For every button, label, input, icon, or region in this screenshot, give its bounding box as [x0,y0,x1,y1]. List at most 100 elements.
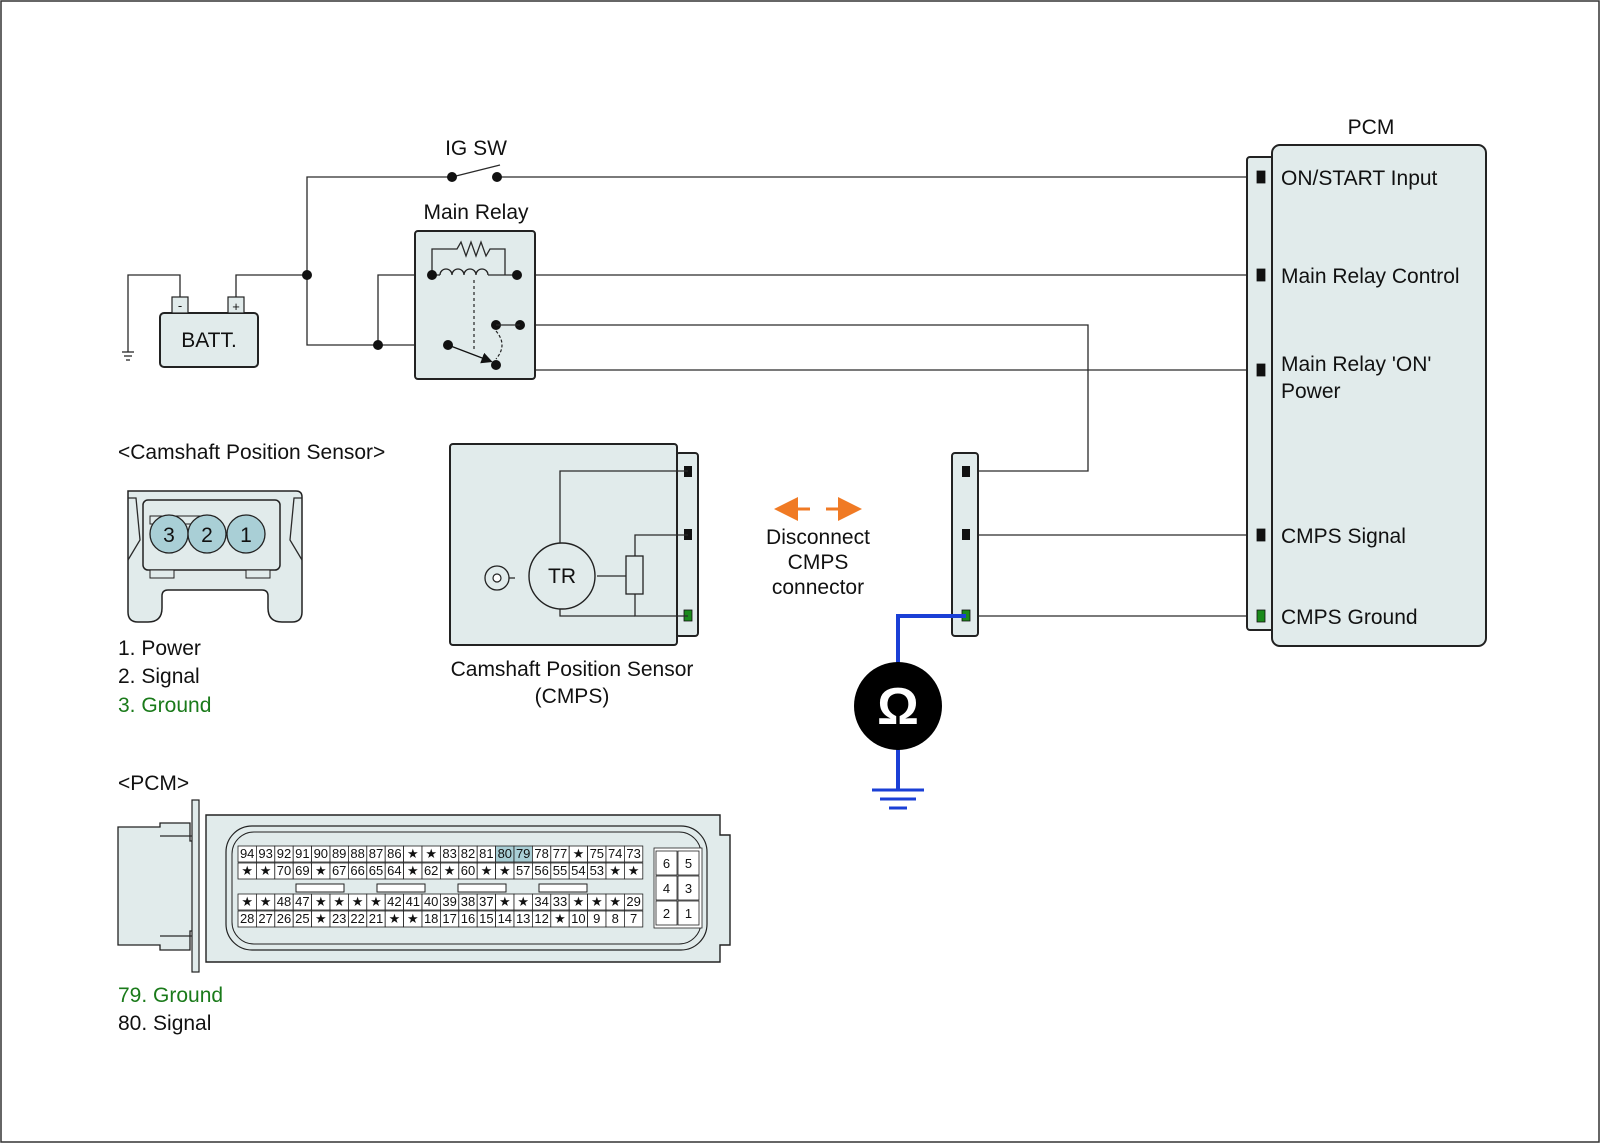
pcm-pin-label: 16 [461,911,475,926]
pcm-pin-label: ★ [407,846,419,861]
pcm-pin-label: 17 [442,911,456,926]
disconnect-label-line1: Disconnect [766,526,870,549]
pcm-title: PCM [1348,116,1395,139]
pcm-small-pin-cell [655,900,678,926]
pcm-connector-title: <PCM> [118,772,189,795]
pcm-pin-label: 86 [387,846,401,861]
battery: - + BATT. [159,296,259,368]
pcm-pin-label: ★ [389,911,401,926]
disconnect-label-line2: CMPS [788,551,849,574]
pcm-pin-label: 56 [534,863,548,878]
pcm-terminal-pin [1256,528,1266,542]
pcm-small-pin-cell [677,875,700,901]
pcm-pin-label: 66 [350,863,364,878]
cmp-connector-title: <Camshaft Position Sensor> [118,441,385,464]
pcm-pin-label: 83 [442,846,456,861]
pcm-pin-label: 28 [240,911,254,926]
pcm-pin-label: 21 [369,911,383,926]
pcm-pin-label: 9 [593,911,600,926]
cmp-pin-label: 3 [163,524,175,547]
pcm-pin-label: ★ [407,863,419,878]
pcm-pin-label: 39 [442,894,456,909]
pcm-pin-cell [624,845,644,863]
cmp-pin-label: 2 [201,524,213,547]
cmps-harness-connector[interactable] [951,452,979,637]
pcm-terminal-pin [1256,609,1266,623]
cmp-pin [226,514,266,554]
pcm-small-pin-label: 2 [663,906,670,921]
pcm-pin-label: ★ [333,894,345,909]
pcm-pin-label: 34 [534,894,548,909]
pcm-pin-label: 12 [534,911,548,926]
ohm-symbol: Ω [877,678,919,736]
cmps-caption-line1: Camshaft Position Sensor [451,658,694,681]
pcm-pin-label: ★ [352,894,364,909]
pcm-pin-label: ★ [260,863,272,878]
pcm-terminal-label: ON/START Input [1281,167,1438,190]
pcm-pin-label: ★ [554,911,566,926]
pcm-pin-label: 26 [277,911,291,926]
battery-minus-label: - [178,298,182,313]
pcm-pin-label: 70 [277,863,291,878]
pcm-pin-label: 82 [461,846,475,861]
pcm-pin-label: 80 [498,846,512,861]
cmp-legend-2: 2. Signal [118,665,200,688]
pcm-pin-cell [624,862,644,880]
battery-label: BATT. [181,329,237,352]
pcm-small-pin-label: 6 [663,856,670,871]
battery-plus-label: + [232,299,240,314]
cmp-legend-1: 1. Power [118,637,201,660]
pcm-small-pin-label: 1 [685,906,692,921]
pcm-pin-label: ★ [260,894,272,909]
pcm-pin-label: 60 [461,863,475,878]
pcm-pin-label: 40 [424,894,438,909]
pcm-pin-label: 77 [553,846,567,861]
pcm-pin-cell [624,910,644,928]
main-relay: Main Relay [414,201,536,380]
pcm-terminal-pin [1256,170,1266,184]
cmp-pin-label: 1 [240,524,252,547]
pcm-pin-label: 91 [295,846,309,861]
junction-dot [373,340,383,350]
pcm-pin-label: 23 [332,911,346,926]
pcm-terminal-label: Main Relay 'ON' [1281,353,1431,376]
pcm-small-pin-cell [655,850,678,876]
junction-dot [302,270,312,280]
pcm-pin-label: 79 [516,846,530,861]
pcm-small-pin-label: 3 [685,881,692,896]
cmp-pin [187,514,227,554]
pcm-pin-label: 41 [406,894,420,909]
pcm-legend-2: 80. Signal [118,1012,211,1035]
pcm-terminal-label: CMPS Ground [1281,606,1418,629]
pcm-pin-label: 29 [626,894,640,909]
main-relay-label: Main Relay [423,201,529,224]
pcm-pin-label: ★ [609,894,621,909]
pcm-pin-label: 64 [387,863,401,878]
pcm-pin-label: ★ [591,894,603,909]
pcm-small-pin-cell [677,900,700,926]
pcm-small-pin-cell [677,850,700,876]
pcm-pin-label: ★ [444,863,456,878]
pcm-pin-label: 18 [424,911,438,926]
pcm-pin-label: ★ [481,863,493,878]
pcm-pin-label: 94 [240,846,254,861]
pcm-pin-label: ★ [241,894,253,909]
pcm-pin-label: ★ [573,894,585,909]
pcm-pin-label: 38 [461,894,475,909]
disconnect-label-line3: connector [772,576,864,599]
pcm-pin-label: 75 [590,846,604,861]
pcm-terminal-pin [1256,363,1266,377]
pcm-pin-label: ★ [499,894,511,909]
pcm-pin-label: 27 [258,911,272,926]
pcm-pin-label: 73 [626,846,640,861]
pcm-pin-label: 13 [516,911,530,926]
pcm-pin-label: ★ [315,863,327,878]
pcm-pin-label: 8 [612,911,619,926]
pcm-pin-label: ★ [609,863,621,878]
ig-sw-label: IG SW [445,137,507,160]
pcm-pin-label: 69 [295,863,309,878]
